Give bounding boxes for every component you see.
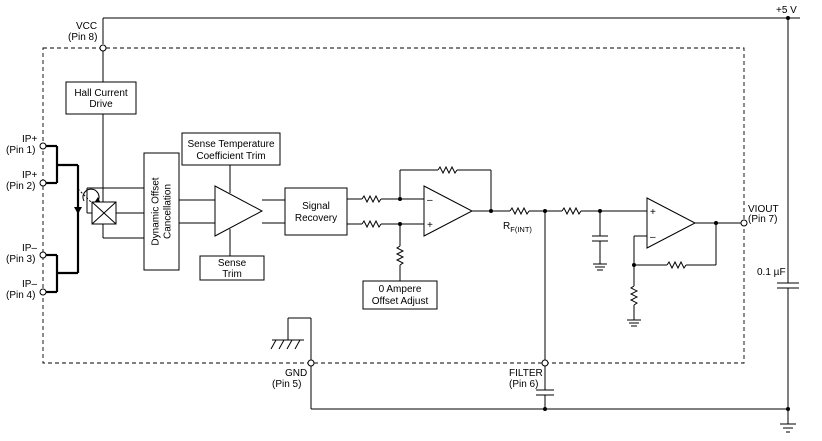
signal-recovery-line2: Recovery [295, 213, 337, 224]
ip-minus-4-pin-label: (Pin 4) [6, 290, 35, 301]
filter-capacitor [536, 366, 554, 409]
signal-recovery-line1: Signal [302, 201, 330, 212]
main-ground-symbol [780, 423, 796, 433]
ip-minus-3-label: IP– [22, 243, 37, 254]
current-direction-arrow [74, 207, 82, 214]
sense-trim-line2: Trim [222, 269, 242, 280]
capacitor-label: 0.1 µF [757, 267, 786, 278]
hall-line2: Drive [89, 99, 113, 110]
ip-plus-1-pin-label: (Pin 1) [6, 145, 35, 156]
sense-temp-line2: Coefficient Trim [196, 151, 265, 162]
dynamic-offset-line2: Cancellation [163, 184, 174, 239]
output-series-resistor [561, 206, 582, 216]
gain-resistor-to-ground [629, 285, 639, 306]
zero-ampere-offset-adjust-box [362, 280, 438, 310]
op-amp-2-minus: – [650, 232, 656, 243]
ip-pin-4 [39, 288, 47, 296]
dynamic-offset-cancellation-box [143, 152, 180, 271]
rf-int-resistor [509, 206, 530, 216]
viout-pin [740, 219, 748, 227]
feedback-resistor-1 [437, 165, 458, 175]
hall-current-drive-box [65, 81, 137, 115]
ip-plus-1-label: IP+ [22, 134, 37, 145]
op-amp-1 [423, 185, 474, 237]
vcc-rail [102, 16, 800, 283]
vcc-pin [99, 44, 107, 52]
primary-current-path [44, 144, 80, 294]
rf-int-label: RF(INT) [503, 221, 532, 234]
zero-ampere-line2: Offset Adjust [372, 296, 429, 307]
gnd-pin-label: (Pin 5) [272, 379, 301, 390]
ip-minus-4-label: IP– [22, 279, 37, 290]
filter-pin-label: (Pin 6) [509, 379, 538, 390]
signal-recovery-box [284, 187, 348, 236]
gnd-label: GND [285, 368, 307, 379]
sense-temp-coeff-trim-box [181, 132, 281, 166]
op-amp-2-ground [627, 319, 641, 327]
feedback-resistor-2 [666, 260, 687, 270]
dynamic-offset-line1: Dynamic Offset [151, 177, 162, 245]
viout-label: VIOUT [748, 204, 779, 215]
ip-pin-1 [39, 142, 47, 150]
sense-trim-box [199, 255, 265, 281]
ip-pin-3 [39, 251, 47, 259]
input-resistor-bottom [361, 219, 382, 229]
internal-ground-symbol [270, 317, 312, 363]
op-amp-1-plus: + [427, 220, 433, 231]
hall-line1: Hall Current [74, 88, 128, 99]
internal-filter-capacitor [592, 211, 608, 271]
ip-plus-2-label: IP+ [22, 170, 37, 181]
vcc-pin-label: (Pin 8) [68, 32, 97, 43]
input-resistor-top [361, 194, 382, 204]
supply-capacitor [777, 282, 799, 424]
viout-pin-label: (Pin 7) [748, 214, 777, 225]
sense-amplifier [214, 185, 264, 237]
ip-minus-3-pin-label: (Pin 3) [6, 254, 35, 265]
sense-temp-line1: Sense Temperature [187, 139, 275, 150]
package-outline [42, 47, 745, 364]
gnd-pin [307, 359, 315, 367]
plus5v-label: +5 V [776, 5, 797, 16]
zero-ampere-line1: 0 Ampere [379, 284, 422, 295]
op-amp-2 [646, 197, 697, 249]
sense-trim-line1: Sense [218, 258, 247, 269]
op-amp-1-minus: – [427, 195, 433, 206]
vcc-label: VCC [76, 21, 97, 32]
offset-resistor [395, 245, 405, 266]
op-amp-2-plus: + [650, 207, 656, 218]
filter-pin [541, 359, 549, 367]
filter-label: FILTER [509, 368, 543, 379]
ip-pin-2 [39, 179, 47, 187]
ip-plus-2-pin-label: (Pin 2) [6, 181, 35, 192]
